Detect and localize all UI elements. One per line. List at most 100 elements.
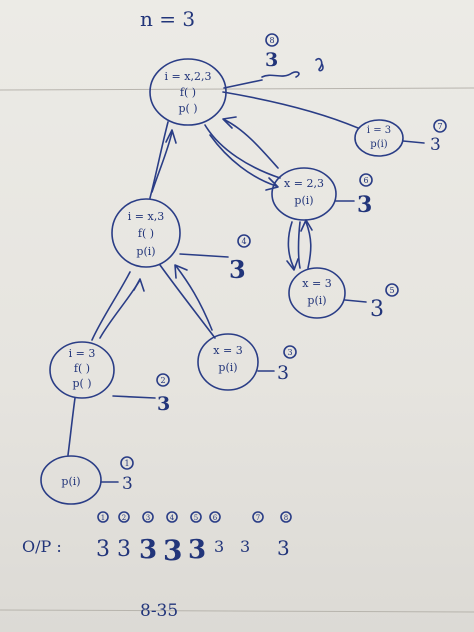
output-n8-value: 3 [430,135,441,155]
node-n2-circle [111,198,181,268]
op-step-8: 8 [284,514,288,522]
return-arrow-n5-n2 [175,265,213,331]
node-n3-line-1: i = 3 [69,347,96,360]
output-n2-value: 3 [229,255,246,284]
node-n8: i = 3 p(i) [354,119,404,157]
op-value-7: 3 [240,537,250,556]
op-step-5: 5 [194,514,198,522]
return-arrow-n6-root [224,119,279,169]
output-n6-step-circle [359,173,373,187]
node-n8-circle [354,119,404,157]
output-root-step: 8 [269,36,274,45]
op-step-1-circle [97,511,109,523]
op-step-3-circle [142,511,154,523]
call-arrowhead-root-n6 [265,177,279,191]
output-n3-value: 3 [157,393,170,415]
output-n3-dash [112,395,156,399]
tree-edges [67,91,359,456]
node-n5-line-2: p(i) [218,361,237,374]
output-n7-step-circle [385,283,399,297]
output-n2-dash [179,253,229,258]
node-n2: i = x,3 f( ) p(i) [111,198,181,268]
output-n7-value: 3 [370,297,384,322]
output-n8-step-circle [433,119,447,133]
output-root: 8 3 [223,33,324,89]
output-n2: 4 3 [179,234,251,284]
node-n5-line-1: x = 3 [213,344,242,357]
edge-n2-n3 [91,271,131,341]
output-n8-dash [402,140,425,144]
return-arrowhead-n2-root [165,129,177,144]
op-step-3: 3 [146,514,150,522]
output-n4-step-circle [120,456,134,470]
node-n8-line-1: i = 3 [367,125,391,136]
output-n8: 7 3 [402,119,447,155]
node-n6-line-2: p(i) [294,194,313,207]
node-n8-line-2: p(i) [370,139,388,150]
return-arrow-n7-n6 [305,221,312,269]
node-root: i = x,2,3 f( ) p( ) [149,58,227,126]
output-n5-value: 3 [277,362,289,384]
return-arrowhead-n3-n2 [133,278,145,292]
return-arrows [99,116,313,339]
op-sequence: O/P : 1 2 3 4 5 6 7 8 3 3 3 3 3 3 3 [22,511,292,567]
return-arrowhead-n6-root [222,116,237,129]
op-label: O/P : [22,537,62,556]
op-step-7-circle [252,511,264,523]
paper-bottom-line [0,609,474,613]
node-root-line-3: p( ) [178,102,197,115]
output-n4-value: 3 [122,474,133,494]
scribble-mark-small [315,57,324,72]
op-step-6-circle [209,511,221,523]
call-arrow-n6-n7 [287,221,295,269]
output-n4-step: 1 [124,459,129,468]
node-n3-line-3: p( ) [72,377,91,390]
op-step-2-circle [118,511,130,523]
output-n3-step-circle [156,373,170,387]
output-n3: 2 3 [112,373,170,415]
output-n7: 5 3 [344,283,399,322]
node-n6-circle [271,167,337,221]
node-root-line-2: f( ) [180,86,196,99]
output-n8-step: 7 [437,122,442,131]
paper-fold-line [0,87,474,91]
output-root-step-circle [265,33,279,47]
op-value-1: 3 [96,537,110,562]
output-n2-step-circle [237,234,251,248]
node-n3: i = 3 f( ) p( ) [49,341,115,399]
edge-root-n2 [149,121,169,199]
output-n6-step: 6 [363,176,368,185]
return-arrow-n2-root [151,131,173,193]
node-n7-line-1: x = 3 [302,277,331,290]
output-n7-step: 5 [389,286,394,295]
output-n3-step: 2 [160,376,165,385]
op-step-5-circle [190,511,202,523]
node-root-line-1: i = x,2,3 [165,70,212,83]
node-n4-circle [40,455,102,505]
output-n5: 3 3 [257,345,297,384]
op-step-6: 6 [213,514,218,522]
op-value-3: 3 [139,535,157,565]
call-arrow-root-n6 [209,134,277,187]
edge-n3-n4 [67,397,76,456]
op-steps: 1 2 3 4 5 6 7 8 [97,511,292,523]
scribble-mark [261,71,300,78]
op-value-2: 3 [117,537,131,562]
node-n2-line-3: p(i) [136,245,155,258]
op-step-4: 4 [170,514,175,522]
edge-root-n6 [204,124,281,179]
node-n4-line-1: p(i) [61,475,80,488]
output-n2-step: 4 [241,237,246,246]
node-n6-line-1: x = 2,3 [284,177,324,190]
op-value-6: 3 [214,537,224,556]
op-step-4-circle [166,511,178,523]
output-n5-step-circle [283,345,297,359]
page-note: 8-35 [140,601,178,621]
node-n3-line-2: f( ) [74,362,90,375]
call-arrowhead-n6-n7 [286,258,299,271]
op-values: 3 3 3 3 3 3 3 3 [96,534,290,567]
node-n4: p(i) [40,455,102,505]
op-step-7: 7 [256,514,260,522]
